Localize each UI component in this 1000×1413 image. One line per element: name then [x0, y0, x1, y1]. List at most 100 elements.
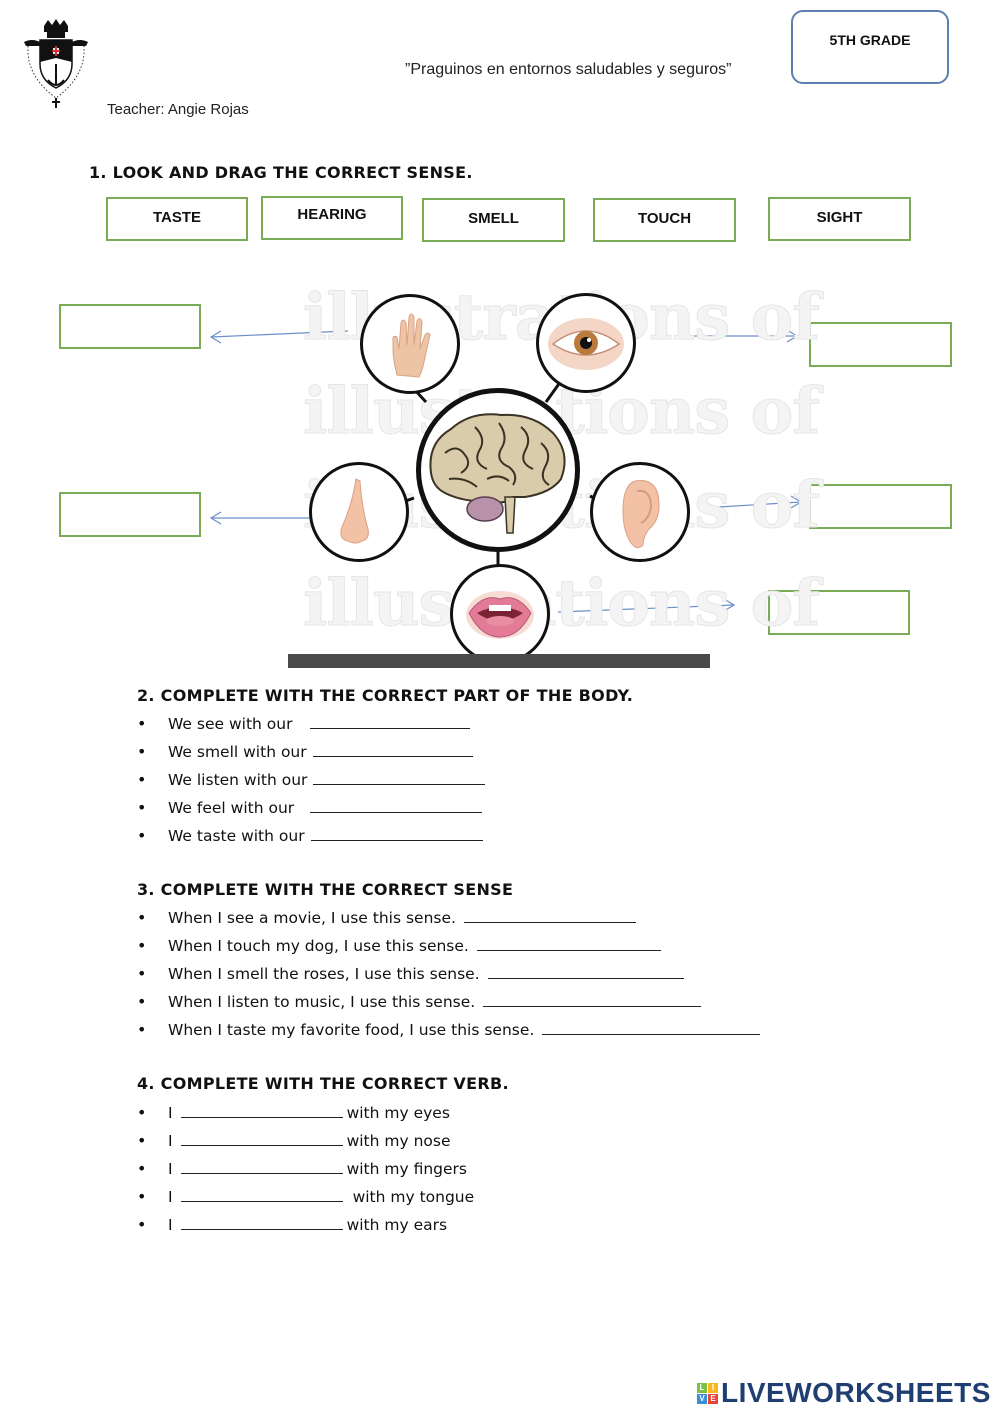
answer-blank[interactable]: [312, 738, 473, 757]
list-item: When I smell the roses, I use this sense…: [137, 960, 760, 988]
grade-label: 5TH GRADE: [829, 32, 911, 48]
item-suffix: with my ears: [346, 1216, 448, 1234]
item-text: We taste with our: [168, 827, 305, 845]
school-crest-logo: [20, 18, 92, 110]
hand-icon: [392, 313, 431, 378]
item-prefix: I: [168, 1160, 173, 1178]
list-item: We taste with our: [137, 822, 485, 850]
item-suffix: with my fingers: [346, 1160, 467, 1178]
list-item: When I listen to music, I use this sense…: [137, 988, 760, 1016]
section-2-title: 2. COMPLETE WITH THE CORRECT PART OF THE…: [137, 686, 634, 705]
hand-circle: [360, 294, 460, 394]
item-text: When I touch my dog, I use this sense.: [168, 937, 469, 955]
section-4-title: 4. COMPLETE WITH THE CORRECT VERB.: [137, 1074, 509, 1093]
answer-blank[interactable]: [180, 1183, 343, 1202]
drag-chip-hearing[interactable]: HEARING: [261, 196, 403, 240]
section-3-title: 3. COMPLETE WITH THE CORRECT SENSE: [137, 880, 514, 899]
list-item: When I taste my favorite food, I use thi…: [137, 1016, 761, 1044]
senses-diagram: illustrations of illustrations of illust…: [288, 278, 820, 668]
ear-circle: [590, 462, 690, 562]
drag-chip-taste[interactable]: TASTE: [106, 197, 248, 241]
answer-blank[interactable]: [483, 988, 702, 1007]
item-text: When I taste my favorite food, I use thi…: [168, 1021, 535, 1039]
eye-icon: [548, 318, 624, 370]
drop-target-nose[interactable]: [59, 492, 201, 537]
answer-blank[interactable]: [180, 1099, 343, 1118]
arrow-nose-icon: [209, 511, 316, 525]
item-prefix: I: [168, 1104, 173, 1122]
brain-icon: [429, 413, 566, 534]
item-text: When I see a movie, I use this sense.: [168, 909, 456, 927]
school-motto: ”Praguinos en entornos saludables y segu…: [405, 61, 732, 78]
cube-i: I: [708, 1382, 718, 1393]
list-item: We listen with our: [137, 766, 486, 794]
item-text: When I smell the roses, I use this sense…: [168, 965, 480, 983]
answer-blank[interactable]: [310, 794, 483, 813]
answer-blank[interactable]: [310, 822, 483, 841]
item-text: We feel with our: [168, 799, 295, 817]
list-item: We see with our: [137, 710, 485, 738]
cube-l: L: [697, 1382, 707, 1393]
drag-chip-touch[interactable]: TOUCH: [593, 198, 736, 242]
item-text: We smell with our: [168, 743, 307, 761]
arrow-ear-icon: [701, 495, 803, 509]
drop-target-ear[interactable]: [809, 484, 952, 529]
drag-chip-sight[interactable]: SIGHT: [768, 197, 911, 241]
item-prefix: I: [168, 1188, 173, 1206]
item-suffix: with my tongue: [352, 1188, 475, 1206]
brain-circle: [416, 388, 580, 552]
cube-v: V: [697, 1393, 707, 1404]
drag-chip-smell[interactable]: SMELL: [422, 198, 565, 242]
answer-blank[interactable]: [310, 710, 471, 729]
item-suffix: with my eyes: [346, 1104, 450, 1122]
item-text: When I listen to music, I use this sense…: [168, 993, 476, 1011]
image-footer-bar: [288, 654, 710, 668]
item-text: We listen with our: [168, 771, 308, 789]
ear-icon: [622, 480, 660, 549]
live-cubes-icon: L I V E: [697, 1382, 718, 1404]
answer-blank[interactable]: [476, 932, 661, 951]
arrow-mouth-icon: [557, 598, 736, 613]
drop-target-hand[interactable]: [59, 304, 201, 349]
answer-blank[interactable]: [180, 1211, 343, 1230]
list-item: We smell with our: [137, 738, 485, 766]
section-1-title: 1. LOOK AND DRAG THE CORRECT SENSE.: [89, 163, 473, 182]
answer-blank[interactable]: [180, 1127, 343, 1146]
item-text: We see with our: [168, 715, 293, 733]
answer-blank[interactable]: [542, 1016, 761, 1035]
section-2-list: We see with our We smell with our We lis…: [137, 710, 486, 850]
liveworksheets-logo: L I V E LIVEWORKSHEETS: [697, 1377, 991, 1409]
eye-circle: [536, 293, 636, 393]
drop-target-eye[interactable]: [809, 322, 952, 367]
item-prefix: I: [168, 1216, 173, 1234]
cube-e: E: [708, 1393, 718, 1404]
answer-blank[interactable]: [313, 766, 486, 785]
drop-target-mouth[interactable]: [768, 590, 910, 635]
answer-blank[interactable]: [463, 904, 636, 923]
answer-blank[interactable]: [487, 960, 684, 979]
grade-badge: 5TH GRADE: [791, 10, 949, 84]
list-item: We feel with our: [137, 794, 485, 822]
answer-blank[interactable]: [180, 1155, 343, 1174]
brand-text: LIVEWORKSHEETS: [721, 1377, 991, 1408]
teacher-name: Teacher: Angie Rojas: [107, 101, 249, 118]
watermark-text: illustrations of: [303, 566, 821, 642]
list-item: When I see a movie, I use this sense.: [137, 904, 760, 932]
arrow-eye-icon: [674, 329, 799, 343]
mouth-icon: [466, 591, 534, 639]
nose-circle: [309, 462, 409, 562]
mouth-circle: [450, 564, 550, 664]
item-prefix: I: [168, 1132, 173, 1150]
item-suffix: with my nose: [346, 1132, 451, 1150]
nose-icon: [340, 478, 369, 544]
list-item: When I touch my dog, I use this sense.: [137, 932, 760, 960]
section-3-list: When I see a movie, I use this sense. Wh…: [137, 904, 761, 1044]
arrows-layer: [209, 329, 803, 613]
arrow-hand-icon: [209, 330, 349, 344]
